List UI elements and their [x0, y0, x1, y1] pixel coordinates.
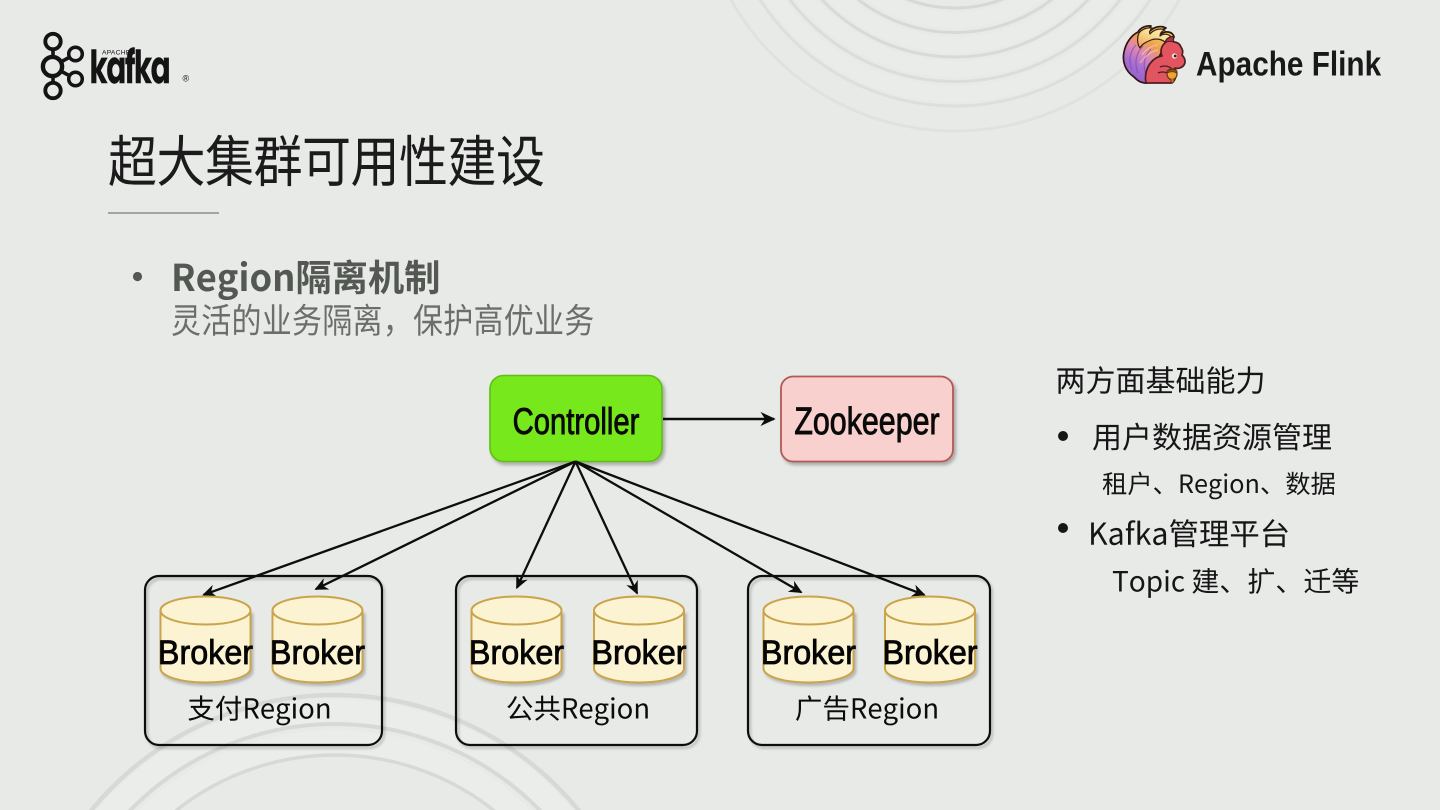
svg-text:APACHE: APACHE	[102, 50, 131, 57]
svg-text:Broker: Broker	[761, 634, 856, 672]
svg-text:Controller: Controller	[513, 402, 640, 443]
svg-text:Broker: Broker	[270, 634, 365, 672]
svg-text:Broker: Broker	[158, 634, 253, 672]
svg-text:Broker: Broker	[882, 634, 977, 672]
svg-text:Broker: Broker	[469, 634, 564, 672]
svg-text:Broker: Broker	[591, 634, 686, 672]
svg-text:®: ®	[183, 74, 190, 84]
svg-text:Apache Flink: Apache Flink	[1196, 45, 1381, 83]
svg-text:Zookeeper: Zookeeper	[794, 401, 939, 443]
